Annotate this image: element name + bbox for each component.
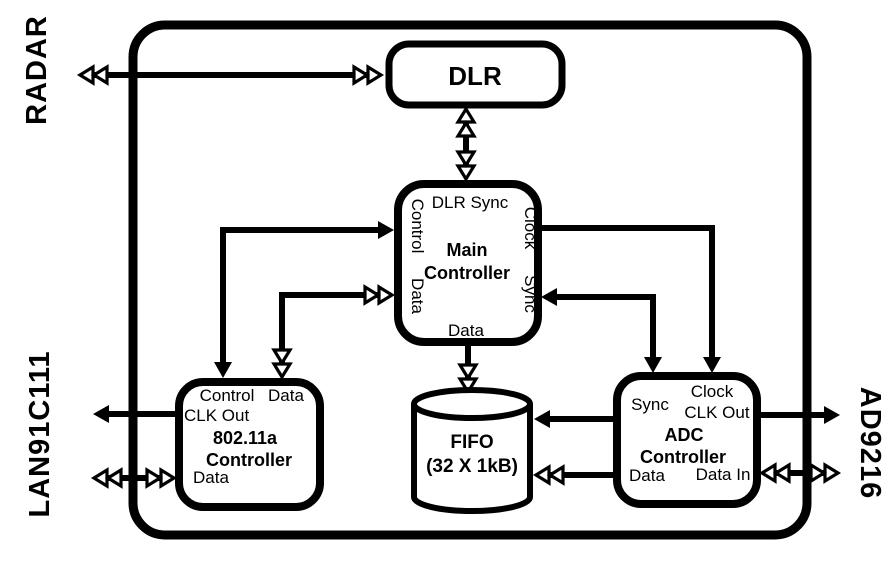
sync-connection-line — [546, 294, 656, 366]
adc-fifo-data-bus — [532, 464, 615, 486]
adc-clkout-connection — [760, 406, 840, 424]
wlan-controller-title-1: 802.11a — [213, 428, 278, 448]
bus-arrowhead-down-icon — [271, 348, 293, 367]
adc-controller-block: Clock Sync CLK Out ADC Controller Data D… — [613, 372, 761, 508]
wlan-data-connection — [271, 284, 396, 381]
fifo-title-1: FIFO — [450, 432, 493, 453]
dlr-main-bus — [455, 105, 477, 183]
wlan-lan-data-bus — [90, 467, 178, 489]
port-label-sync: Sync — [521, 275, 540, 313]
bus-arrowhead-left-icon — [772, 462, 791, 484]
port-label-clock: Clock — [521, 207, 540, 250]
port-label-data-in: Data In — [696, 465, 751, 484]
bus-arrowhead-up-icon — [455, 119, 477, 138]
arrowhead-down-icon — [214, 362, 232, 378]
adc-datain-bus — [758, 462, 842, 484]
bus-arrowhead-left-icon — [104, 467, 123, 489]
port-label-dlr-sync: DLR Sync — [432, 193, 509, 212]
wlan-controller-box — [175, 378, 324, 511]
main-controller-title-1: Main — [446, 240, 487, 260]
port-label-data-bottom: Data — [193, 468, 229, 487]
adc-controller-title-1: ADC — [665, 425, 704, 445]
fifo-block: FIFO (32 X 1kB) — [411, 387, 533, 514]
bus-arrowhead-right-icon — [145, 467, 164, 489]
adc-controller-box — [613, 372, 761, 508]
bus-arrowhead-right-icon — [352, 64, 371, 86]
fifo-cylinder-top — [411, 387, 533, 421]
wlan-clkout-connection — [93, 405, 178, 423]
control-connection-line — [220, 227, 382, 370]
wlan-data-connection-line — [279, 292, 390, 374]
bus-arrowhead-right-icon — [809, 462, 828, 484]
port-label-clock: Clock — [691, 382, 734, 401]
control-connection — [214, 221, 394, 378]
fifo-title-2: (32 X 1kB) — [426, 456, 518, 477]
port-label-sync: Sync — [631, 395, 669, 414]
wlan-controller-block: Control Data CLK Out 802.11a Controller … — [175, 378, 324, 511]
port-label-data-top: Data — [268, 386, 304, 405]
fifo-cylinder-body — [411, 404, 533, 514]
arrowhead-left-icon — [534, 410, 550, 428]
adc-controller-title-2: Controller — [640, 447, 726, 467]
arrowhead-right-icon — [824, 406, 840, 424]
bus-arrowhead-left-icon — [546, 464, 565, 486]
main-controller-box — [394, 180, 542, 346]
external-label-lan91c111: LAN91C111 — [24, 351, 56, 518]
arrowhead-right-icon — [378, 221, 394, 239]
bus-arrowhead-down-icon — [455, 150, 477, 169]
main-controller-block: DLR Sync Control Data Clock Sync Main Co… — [394, 180, 542, 346]
adc-fifo-upper-connection — [534, 410, 615, 428]
dlr-block-title: DLR — [448, 61, 502, 91]
radar-dlr-bus — [76, 64, 385, 86]
arrowhead-left-icon — [93, 405, 109, 423]
external-label-ad9216: AD9216 — [854, 387, 886, 499]
bus-arrowhead-right-icon — [363, 284, 382, 306]
wlan-controller-title-2: Controller — [206, 450, 292, 470]
clock-connection — [538, 225, 721, 373]
port-label-control: Control — [200, 386, 255, 405]
arrowhead-down-icon — [703, 357, 721, 373]
port-label-control: Control — [408, 199, 427, 254]
dlr-block: DLR — [385, 40, 566, 109]
arrowhead-left-icon — [541, 288, 557, 306]
dlr-block-box — [385, 40, 566, 109]
port-label-data-bottom: Data — [448, 321, 484, 340]
external-label-radar: RADAR — [21, 15, 53, 125]
main-fifo-data-bus — [457, 343, 479, 396]
bus-arrowhead-down-icon — [457, 363, 479, 382]
port-label-data: Data — [629, 466, 665, 485]
main-controller-title-2: Controller — [424, 263, 510, 283]
arrowhead-down-icon — [644, 357, 662, 373]
port-label-clk-out: CLK Out — [184, 406, 249, 425]
sync-connection — [541, 288, 662, 373]
bus-arrowhead-left-icon — [90, 64, 109, 86]
port-label-clk-out: CLK Out — [684, 403, 749, 422]
clock-connection-line — [538, 225, 715, 366]
port-label-data-left: Data — [408, 278, 427, 314]
